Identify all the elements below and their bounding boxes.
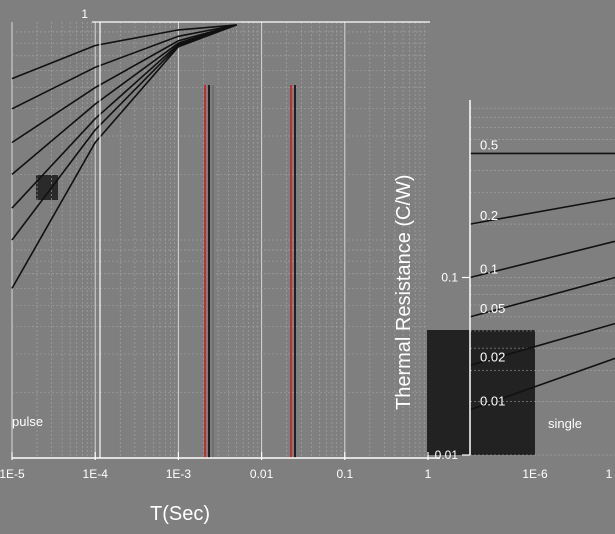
- inset-series-line: [469, 322, 615, 367]
- main-series-line: [11, 24, 237, 110]
- inset-series-line: [469, 197, 615, 225]
- x-tick-label: 1E-3: [166, 467, 192, 481]
- inset-series-label: 0.01: [480, 394, 505, 409]
- main-series-line: [11, 24, 237, 289]
- x-tick-label: 1: [425, 467, 432, 481]
- main-series-line: [11, 24, 237, 80]
- inset-series-label: 0.02: [480, 349, 505, 364]
- grid-lines: [11, 22, 615, 459]
- inset-series-label: 0.2: [480, 208, 498, 223]
- x-tick-label: 1E-5: [0, 467, 25, 481]
- inset-series-label: 0.5: [480, 137, 498, 152]
- x-tick-label: 0.1: [336, 467, 353, 481]
- inset-y-tick-label: 0.1: [441, 271, 458, 285]
- dark-block-left: [36, 175, 58, 200]
- annotation-single: single: [548, 416, 582, 431]
- annotation-pulse: pulse: [12, 414, 43, 429]
- inset-series-line: [469, 276, 615, 318]
- inset-series-label: 0.05: [480, 301, 505, 316]
- inset-x-tick-label: 1E-6: [522, 467, 548, 481]
- inset-series-line: [469, 357, 615, 411]
- y-tick-label: 1: [81, 7, 88, 21]
- main-series-line: [11, 24, 237, 144]
- x-tick-label: 0.01: [250, 467, 274, 481]
- x-tick-label: 1E-4: [83, 467, 109, 481]
- chart-labels: 1E-5 1E-4 1E-3 0.01 0.1 1 1T(Sec) pulse 0.5 0.2 0.…: [0, 7, 613, 525]
- axes: [11, 21, 471, 460]
- x-axis-title: T(Sec): [150, 503, 210, 525]
- inset-series-label: 0.1: [480, 262, 498, 277]
- inset-series-line: [469, 240, 615, 279]
- inset-y-tick-label: 0.01: [435, 448, 459, 462]
- inset-y-axis-title: Thermal Resistance (C/W): [393, 174, 415, 410]
- series-lines: [11, 24, 615, 411]
- inset-x-tick-label: 1: [606, 467, 613, 481]
